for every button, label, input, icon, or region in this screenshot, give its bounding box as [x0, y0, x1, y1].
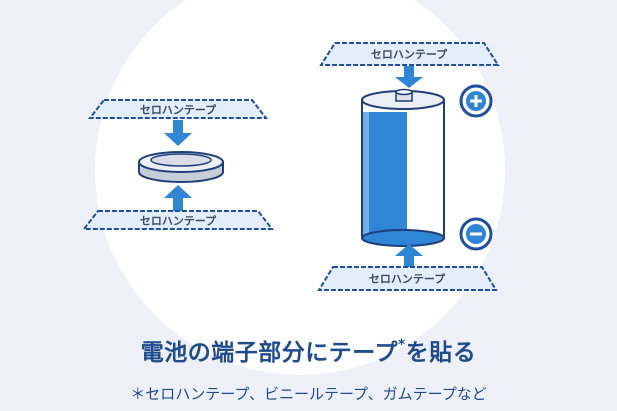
- cylinder-battery: [361, 88, 445, 247]
- plus-circle-icon: [459, 84, 493, 118]
- arrow-up-icon: [395, 244, 423, 267]
- minus-circle-icon: [459, 217, 493, 251]
- title-text: 電池の端子部分にテープ: [140, 340, 398, 366]
- title-asterisk: *: [397, 337, 406, 354]
- page-title: 電池の端子部分にテープ*を貼る: [0, 333, 617, 367]
- tape-label: セロハンテープ: [140, 214, 217, 228]
- tape-label: セロハンテープ: [369, 272, 446, 286]
- cylinder-battery-top-tape: セロハンテープ: [319, 42, 500, 66]
- title-suffix: を貼る: [405, 340, 477, 366]
- coin-battery-top-tape: セロハンテープ: [87, 99, 269, 119]
- cylinder-battery-bottom-tape: セロハンテープ: [317, 266, 498, 291]
- coin-battery: [138, 151, 224, 183]
- tape-label: セロハンテープ: [371, 47, 448, 61]
- arrow-up-icon: [164, 185, 192, 211]
- tape-label: セロハンテープ: [140, 103, 217, 117]
- footnote: ＊セロハンテープ、ビニールテープ、ガムテープなど: [130, 385, 487, 403]
- coin-battery-bottom-tape: セロハンテープ: [81, 210, 275, 230]
- arrow-down-icon: [164, 120, 192, 146]
- arrow-down-icon: [395, 66, 423, 88]
